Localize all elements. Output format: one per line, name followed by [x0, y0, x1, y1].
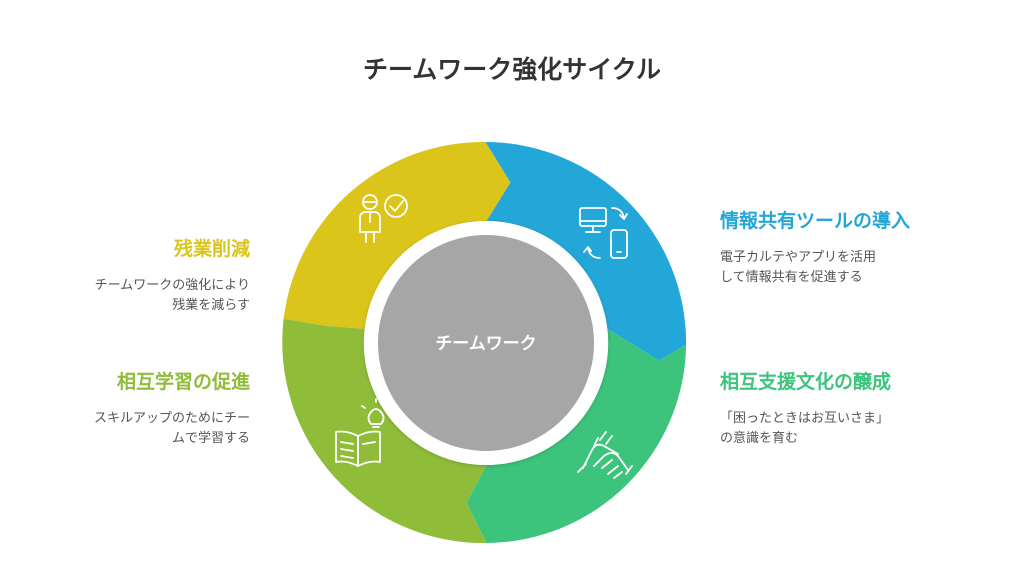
desc-line: 「困ったときはお互いさま」: [720, 410, 890, 426]
label-overtime: 残業削減 チームワークの強化により 残業を減らす: [20, 237, 250, 316]
label-mutual-learning: 相互学習の促進 スキルアップのためにチー ムで学習する: [20, 370, 250, 449]
center-label: チームワーク: [435, 334, 537, 354]
desc-line: して情報共有を促進する: [720, 269, 863, 285]
diagram-title: チームワーク強化サイクル: [362, 55, 661, 84]
segment-mutual-support: [466, 328, 687, 543]
desc-line: チームワークの強化により: [94, 277, 250, 293]
heading-mutual-support: 相互支援文化の醸成: [720, 371, 892, 393]
segment-overtime: [283, 141, 511, 329]
heading-info-tools: 情報共有ツールの導入: [720, 210, 911, 232]
helping-hands-icon: [577, 431, 633, 479]
label-info-tools: 情報共有ツールの導入 電子カルテやアプリを活用 して情報共有を促進する: [720, 209, 930, 288]
heading-mutual-learning: 相互学習の促進: [116, 371, 250, 393]
desc-mutual-support: 「困ったときはお互いさま」 の意識を育む: [720, 409, 960, 449]
person-check-icon: [359, 194, 408, 243]
desc-line: 電子カルテやアプリを活用: [720, 249, 877, 265]
segment-mutual-learning: [282, 318, 487, 544]
desc-overtime: チームワークの強化により 残業を減らす: [20, 276, 250, 316]
desc-line: ムで学習する: [171, 430, 250, 446]
desc-line: 残業を減らす: [172, 297, 250, 313]
desc-line: スキルアップのためにチー: [93, 410, 250, 426]
book-idea-icon: [335, 398, 391, 467]
desc-line: の意識を育む: [720, 430, 799, 446]
desc-mutual-learning: スキルアップのためにチー ムで学習する: [20, 409, 250, 449]
segment-info-tools: [485, 142, 687, 361]
center-disk: [378, 235, 594, 451]
label-mutual-support: 相互支援文化の醸成 「困ったときはお互いさま」 の意識を育む: [720, 370, 960, 449]
heading-overtime: 残業削減: [173, 238, 250, 260]
desc-info-tools: 電子カルテやアプリを活用 して情報共有を促進する: [720, 248, 930, 288]
devices-sync-icon: [579, 207, 628, 259]
